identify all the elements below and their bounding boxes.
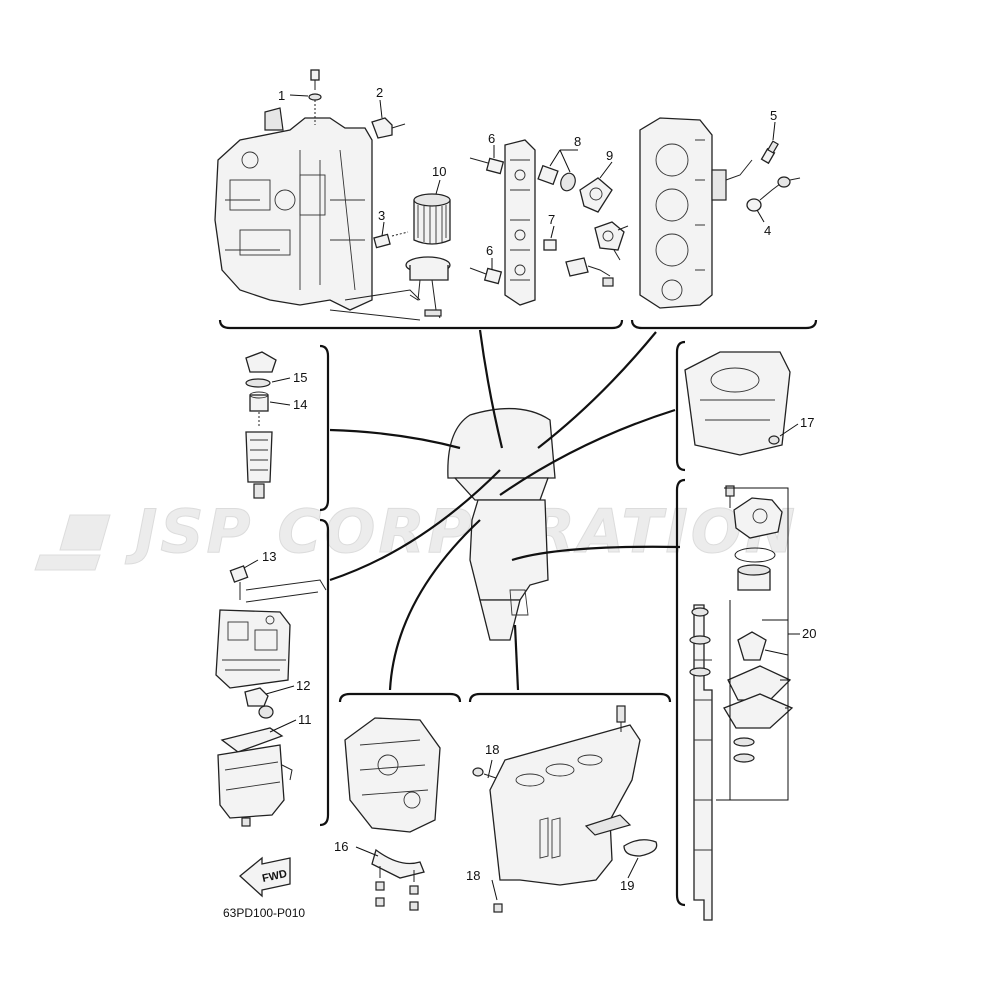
item-9-gasket (579, 161, 613, 213)
cylinder-head (639, 117, 753, 309)
relief-valve (565, 257, 614, 287)
item-7-sensor (543, 225, 557, 251)
watermark-text: JSP CORPORATION (125, 497, 798, 567)
callout-3: 3 (378, 208, 385, 223)
vapor-separator (215, 609, 291, 689)
callout-6a: 6 (488, 131, 495, 146)
callout-19: 19 (620, 878, 634, 893)
item-4-fitting (746, 176, 801, 223)
item-3-fitting (373, 221, 409, 249)
item-13-pipe-joint (229, 559, 327, 603)
thermostat-cover (594, 221, 629, 261)
swivel-bracket (344, 717, 441, 833)
diagram-code: 63PD100-P010 (223, 906, 305, 920)
item-1-bolt (289, 69, 322, 125)
callout-20: 20 (802, 626, 816, 641)
item-6-sleeve-bottom (469, 258, 503, 285)
item-17-casting (684, 351, 799, 456)
item-18-plug-upper (472, 759, 497, 779)
bracket-top-right (630, 319, 818, 330)
bracket-left-upper (319, 344, 330, 512)
item-18-plug-lower (491, 879, 503, 913)
center-leaders (329, 329, 681, 691)
watermark: JSP CORPORATION (34, 497, 798, 571)
bracket-top-left (218, 319, 624, 330)
item-6-sleeve-top (469, 145, 505, 175)
oil-filter-base (329, 256, 451, 321)
callout-2: 2 (376, 85, 383, 100)
callout-4: 4 (764, 223, 771, 238)
callout-9: 9 (606, 148, 613, 163)
callout-14: 14 (293, 397, 307, 412)
fwd-arrow: FWD (239, 856, 291, 898)
exhaust-cover-plate (504, 139, 536, 306)
callout-8: 8 (574, 134, 581, 149)
item-16-bracket-plate (355, 846, 425, 911)
power-head-block (214, 107, 373, 311)
item-8-thermostat (537, 149, 578, 192)
bracket-left-lower (319, 518, 330, 827)
item-12-pump (244, 685, 295, 719)
callout-11: 11 (298, 712, 312, 727)
callout-10: 10 (432, 164, 446, 179)
callout-13: 13 (262, 549, 276, 564)
callout-16: 16 (334, 839, 348, 854)
item-5-spark-plug (760, 121, 779, 165)
fwd-label: FWD (261, 868, 288, 885)
callout-1: 1 (278, 88, 285, 103)
callout-12: 12 (296, 678, 310, 693)
item-11-float-chamber (217, 719, 297, 827)
bracket-right-upper (675, 340, 686, 472)
callout-15: 15 (293, 370, 307, 385)
fuel-filter-assembly (245, 351, 291, 499)
callout-5: 5 (770, 108, 777, 123)
item-20-water-pump (689, 485, 800, 921)
callout-17: 17 (800, 415, 814, 430)
bracket-bottom-left (338, 692, 462, 703)
callout-7: 7 (548, 212, 555, 227)
item-19-anode (623, 839, 658, 879)
lower-unit (489, 705, 641, 886)
bracket-right-lower (675, 478, 686, 907)
callout-18a: 18 (485, 742, 499, 757)
item-10-oil-filter (413, 179, 451, 245)
bracket-bottom-right (468, 692, 672, 703)
callout-6b: 6 (486, 243, 493, 258)
callout-18b: 18 (466, 868, 480, 883)
item-2-bracket (371, 99, 406, 139)
